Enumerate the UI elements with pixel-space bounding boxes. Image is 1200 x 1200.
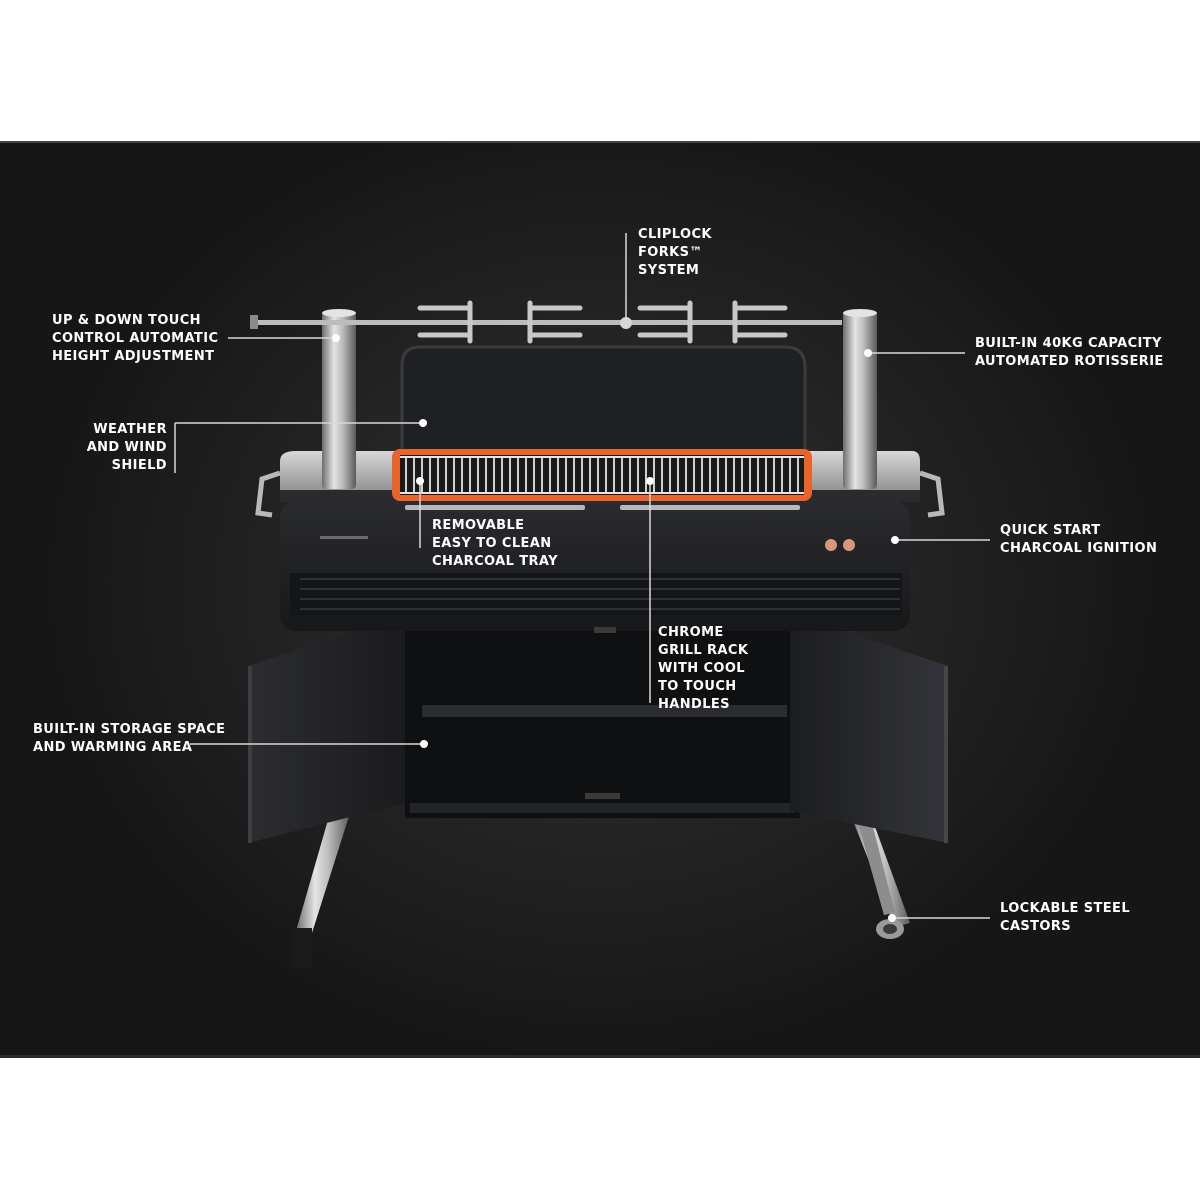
callout-rotisserie: BUILT-IN 40KG CAPACITY AUTOMATED ROTISSE…	[975, 336, 1164, 369]
frame-bottom-edge	[0, 1055, 1200, 1058]
callout-charcoal-tray: REMOVABLE EASY TO CLEAN CHARCOAL TRAY	[432, 518, 558, 569]
grill-rack	[392, 449, 812, 510]
callout-weather-shield: WEATHER AND WIND SHIELD	[86, 422, 167, 473]
callout-leaders	[174, 233, 990, 922]
callout-up-down-touch: UP & DOWN TOUCH CONTROL AUTOMATIC HEIGHT…	[52, 313, 219, 364]
callout-cliplock: CLIPLOCK FORKS™ SYSTEM	[638, 227, 712, 278]
grill-legs	[292, 813, 910, 968]
grill-illustration	[174, 233, 990, 968]
callout-ignition: QUICK START CHARCOAL IGNITION	[1000, 523, 1158, 556]
product-image: CLIPLOCK FORKS™ SYSTEM UP & DOWN TOUCH C…	[0, 143, 1200, 1057]
grill-body	[280, 501, 910, 633]
wind-shield	[400, 345, 807, 455]
frame-top-edge	[0, 141, 1200, 144]
callout-storage: BUILT-IN STORAGE SPACE AND WARMING AREA	[33, 722, 226, 755]
storage-cabinet	[248, 613, 948, 843]
rotisserie-spit	[250, 300, 842, 344]
callout-castors: LOCKABLE STEEL CASTORS	[1000, 901, 1131, 934]
callout-grill-rack: CHROME GRILL RACK WITH COOL TO TOUCH HAN…	[658, 625, 749, 712]
